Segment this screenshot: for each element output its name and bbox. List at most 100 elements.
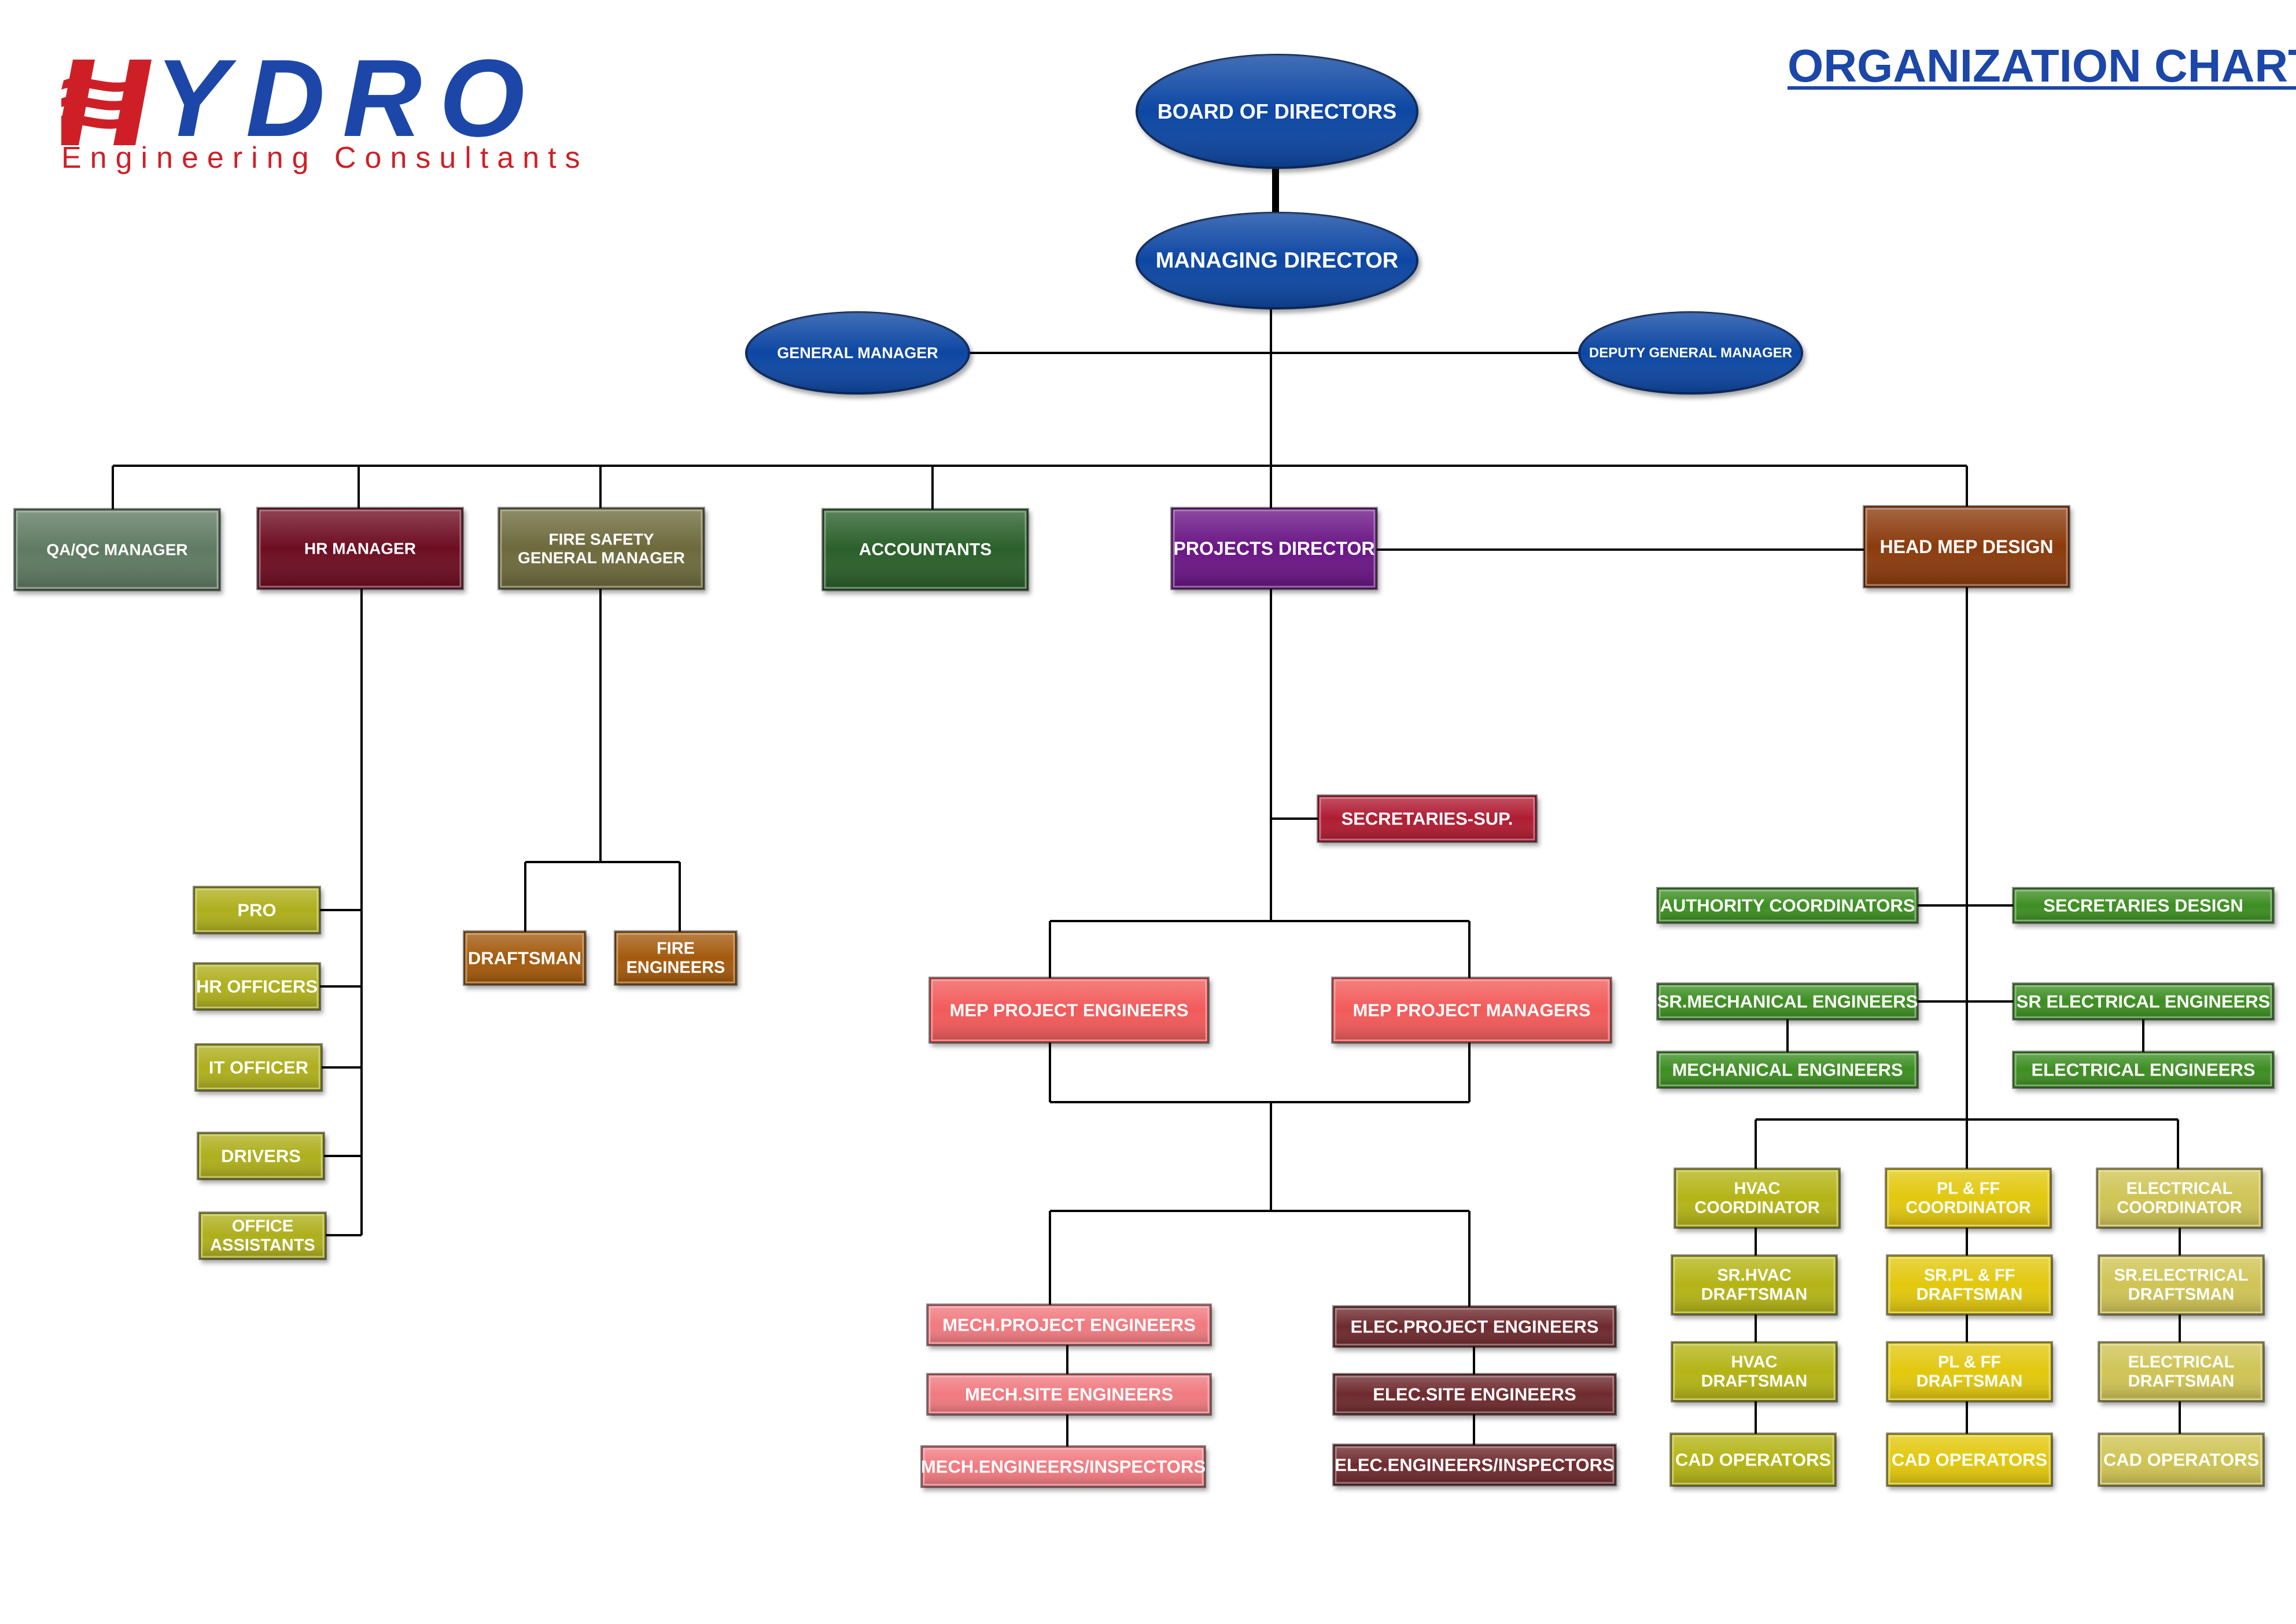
org-node-secd: SECRETARIES DESIGN [2012, 887, 2275, 924]
org-nodes: BOARD OF DIRECTORS MANAGING DIRECTOR GENER… [13, 54, 2275, 1488]
org-node-drv: DRIVERS [197, 1132, 325, 1180]
node-label: HR MANAGER [304, 540, 416, 558]
org-node-dft: DRAFTSMAN [463, 930, 587, 986]
connector-lines [112, 168, 2181, 1446]
node-label: CAD OPERATORS [2103, 1450, 2259, 1470]
node-box-bevel [1673, 1343, 1836, 1400]
node-label: MANAGING DIRECTOR [1156, 249, 1398, 273]
node-box-bevel [1319, 797, 1535, 841]
org-node-srm: SR.MECHANICAL ENGINEERS [1656, 982, 1919, 1021]
node-label: FIRE SAFETY [548, 530, 654, 548]
node-label: MEP PROJECT ENGINEERS [950, 1000, 1189, 1021]
node-box-bevel [1335, 1375, 1615, 1413]
org-node-ito: IT OFFICER [194, 1043, 323, 1092]
node-label: ELEC.PROJECT ENGINEERS [1351, 1317, 1599, 1337]
node-label: ELEC.ENGINEERS/INSPECTORS [1335, 1455, 1614, 1475]
node-label: CAD OPERATORS [1675, 1450, 1831, 1470]
node-box-bevel [928, 1306, 1210, 1344]
node-ellipse-shade [746, 312, 969, 393]
node-label: ELEC.SITE ENGINEERS [1373, 1384, 1576, 1405]
org-node-hr: HR MANAGER [256, 507, 464, 590]
node-label: MECH.ENGINEERS/INSPECTORS [921, 1457, 1206, 1477]
node-label: DRAFTSMAN [1701, 1286, 1808, 1304]
org-node-mech3: MECH.ENGINEERS/INSPECTORS [920, 1445, 1206, 1488]
node-label: SECRETARIES DESIGN [2043, 896, 2243, 916]
h-wave-logo-mark [61, 60, 152, 145]
node-label: OFFICE [232, 1217, 293, 1235]
org-node-board: BOARD OF DIRECTORS [1136, 54, 1418, 169]
node-box-bevel [2100, 1343, 2262, 1400]
node-box-bevel [1888, 1257, 2051, 1313]
node-box-bevel [1673, 1257, 1836, 1313]
node-box-bevel [1888, 1435, 2051, 1485]
node-box-bevel [197, 1045, 320, 1089]
node-label: DRAFTSMAN [1917, 1372, 2023, 1391]
org-node-qaqc: QA/QC MANAGER [13, 508, 221, 591]
node-label: MEP PROJECT MANAGERS [1352, 1000, 1590, 1021]
node-box-bevel [2100, 1257, 2262, 1313]
node-label: ENGINEERS [626, 959, 725, 977]
node-label: GENERAL MANAGER [777, 344, 938, 362]
node-box-bevel [2014, 985, 2272, 1018]
org-node-mech2: MECH.SITE ENGINEERS [926, 1373, 1212, 1416]
org-node-pro: PRO [193, 886, 321, 934]
node-label: HEAD MEP DESIGN [1880, 536, 2054, 557]
node-label: DRIVERS [221, 1146, 301, 1166]
org-node-sre: SR ELECTRICAL ENGINEERS [2012, 982, 2275, 1021]
org-node-dgm: DEPUTY GENERAL MANAGER [1578, 311, 1803, 395]
node-label: SECRETARIES-SUP. [1342, 809, 1513, 829]
node-label: PL & FF [1938, 1353, 2001, 1371]
org-node-hv4: CAD OPERATORS [1670, 1432, 1837, 1487]
node-box-bevel [16, 510, 219, 589]
node-box-bevel [259, 509, 462, 588]
node-label: PRO [237, 900, 276, 920]
node-box-bevel [201, 1214, 325, 1258]
logo-wordmark: YDRO [155, 37, 542, 160]
node-label: MECH.PROJECT ENGINEERS [942, 1315, 1196, 1335]
node-label: PL & FF [1937, 1179, 2000, 1198]
node-ellipse-shade [1137, 213, 1417, 308]
org-node-acc: ACCOUNTANTS [821, 508, 1029, 591]
node-box-bevel [1173, 509, 1376, 588]
node-box-bevel [616, 933, 735, 984]
node-box-bevel [1672, 1435, 1834, 1485]
org-node-pl4: CAD OPERATORS [1886, 1432, 2053, 1487]
node-label: COORDINATOR [1694, 1199, 1819, 1217]
node-label: SR ELECTRICAL ENGINEERS [2017, 992, 2271, 1012]
node-box-bevel [1659, 1053, 1917, 1087]
node-label: ELECTRICAL [2127, 1179, 2233, 1198]
node-label: IT OFFICER [209, 1058, 308, 1078]
node-box-bevel [1335, 1446, 1615, 1484]
node-box-bevel [1887, 1170, 2050, 1227]
node-box-bevel [2014, 889, 2272, 922]
node-box-bevel [1659, 889, 1917, 922]
node-label: DRAFTSMAN [1701, 1372, 1808, 1391]
company-logo: YDRO Engineering Consultants [58, 43, 580, 179]
node-box-bevel [1335, 1308, 1615, 1346]
org-node-el4: CAD OPERATORS [2098, 1432, 2265, 1487]
node-box-bevel [2100, 1435, 2262, 1485]
node-ellipse-shade [1579, 312, 1802, 393]
node-box-bevel [931, 979, 1207, 1041]
page-title: ORGANIZATION CHART [1788, 40, 2296, 91]
logo-subtitle: Engineering Consultants [61, 141, 589, 175]
node-box-bevel [923, 1448, 1204, 1486]
org-node-elec3: ELEC.ENGINEERS/INSPECTORS [1332, 1443, 1617, 1486]
org-node-mpe: MEP PROJECT ENGINEERS [928, 977, 1210, 1044]
node-box-bevel [1676, 1170, 1838, 1227]
node-label: COORDINATOR [2117, 1199, 2242, 1217]
node-label: COORDINATOR [1906, 1199, 2030, 1217]
org-node-mpm: MEP PROJECT MANAGERS [1331, 977, 1612, 1044]
node-label: ACCOUNTANTS [859, 540, 992, 559]
